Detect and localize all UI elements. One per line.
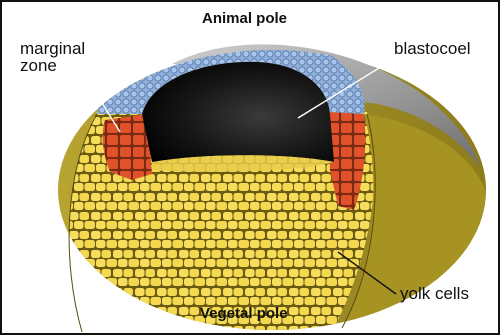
yolk-cells-label: yolk cells [400, 285, 469, 302]
vegetal-pole-label: Vegetal pole [200, 305, 288, 322]
animal-pole-label: Animal pole [202, 10, 287, 27]
marginal-zone-label: marginal zone [20, 40, 85, 74]
blastocoel-label: blastocoel [394, 40, 471, 57]
